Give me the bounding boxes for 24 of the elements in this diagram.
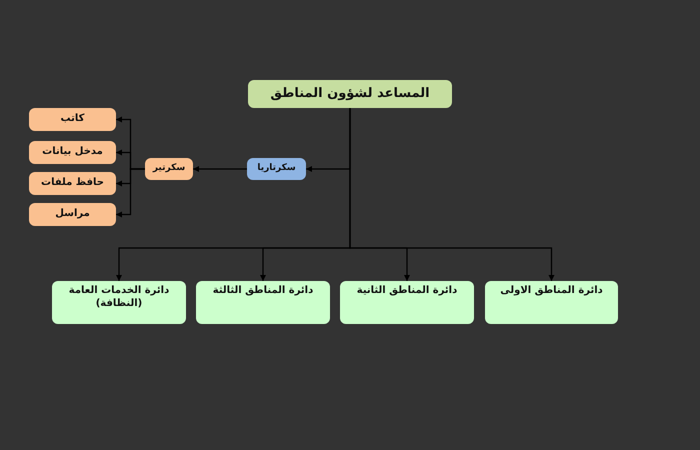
box-label: المساعد لشؤون المناطق bbox=[270, 86, 430, 102]
org-box bbox=[196, 281, 330, 324]
box-label: مدخل بيانات bbox=[42, 146, 103, 159]
org-box bbox=[29, 203, 116, 226]
box-label: دائرة المناطق الثالثة bbox=[212, 285, 314, 298]
box-label: سكرتير bbox=[152, 163, 186, 175]
org-box bbox=[248, 80, 452, 108]
org-box bbox=[29, 108, 116, 131]
connector-arrow bbox=[193, 166, 247, 172]
box-label: دائرة المناطق الثانية bbox=[356, 285, 458, 298]
org-box bbox=[29, 141, 116, 164]
org-box bbox=[29, 172, 116, 195]
box-label: دائرة المناطق الاولى bbox=[500, 285, 603, 298]
org-box bbox=[485, 281, 618, 324]
box-label: كاتب bbox=[60, 113, 84, 126]
box-label: حافظ ملفات bbox=[41, 177, 104, 190]
org-box bbox=[247, 158, 306, 180]
box-label: مراسل bbox=[55, 208, 90, 221]
org-box bbox=[145, 158, 193, 180]
box-label: سكرتاريا bbox=[257, 163, 296, 175]
connector-arrow bbox=[116, 168, 145, 218]
org-box bbox=[52, 281, 186, 324]
box-label: دائرة الخدمات العامة (النظافة) bbox=[68, 285, 170, 310]
org-box bbox=[340, 281, 474, 324]
